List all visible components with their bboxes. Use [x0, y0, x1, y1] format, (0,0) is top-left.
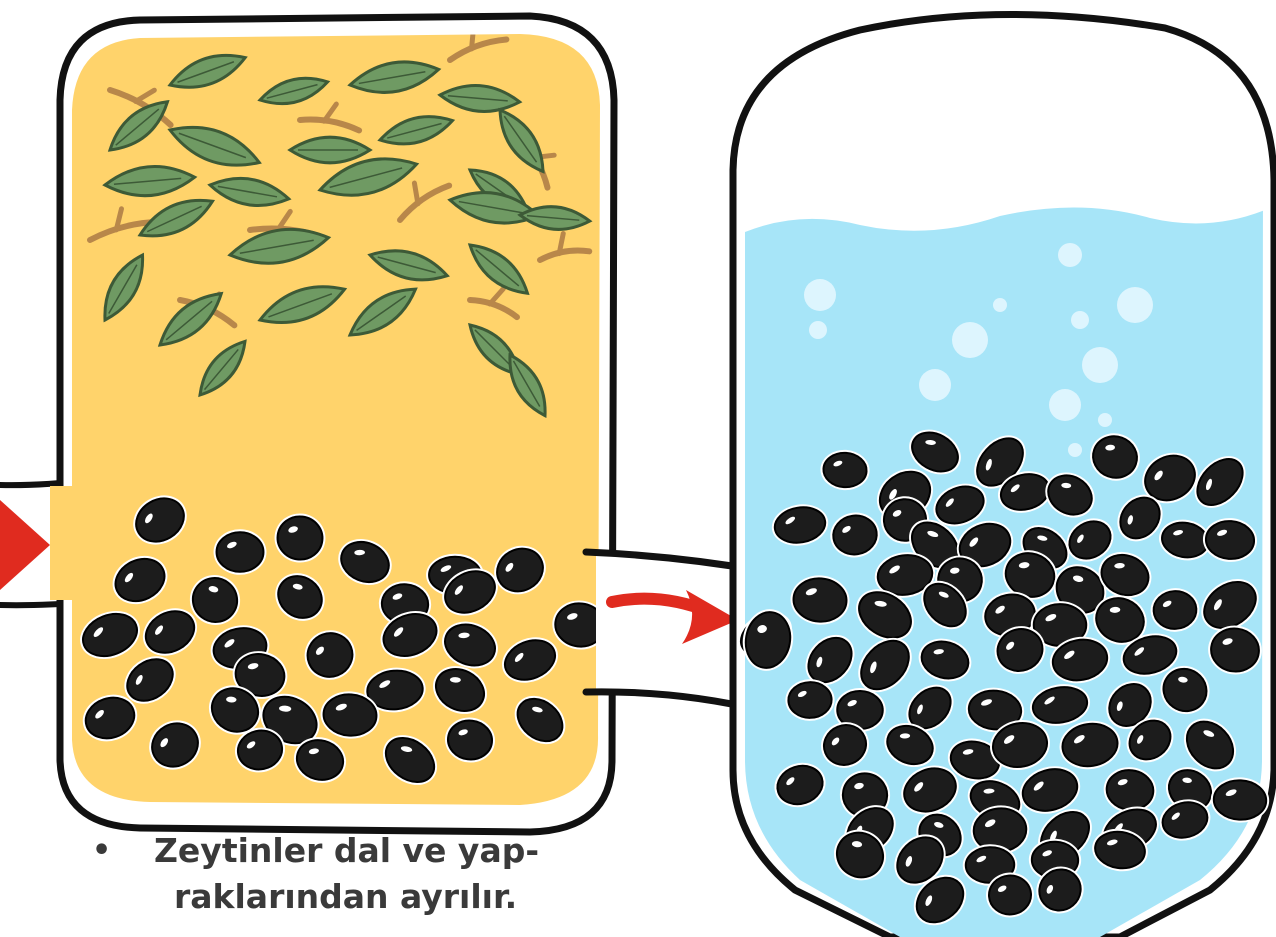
bubble-icon: [1049, 389, 1081, 421]
bubble-icon: [1071, 311, 1089, 329]
bubble-icon: [804, 279, 836, 311]
caption-bullet: •: [92, 828, 111, 874]
caption-line-1: Zeytinler dal ve yap-: [154, 828, 539, 874]
bubble-icon: [952, 322, 988, 358]
bubble-icon: [1098, 413, 1112, 427]
caption-line-2: rakların­dan ayrılır.: [174, 874, 517, 920]
bubble-icon: [993, 298, 1007, 312]
bubble-icon: [809, 321, 827, 339]
bubble-icon: [1068, 443, 1082, 457]
bubble-icon: [1082, 347, 1118, 383]
bubble-icon: [1058, 243, 1082, 267]
bubble-icon: [1117, 287, 1153, 323]
bubble-icon: [919, 369, 951, 401]
sorting-tank: [50, 16, 625, 832]
washing-tank: [730, 14, 1274, 937]
